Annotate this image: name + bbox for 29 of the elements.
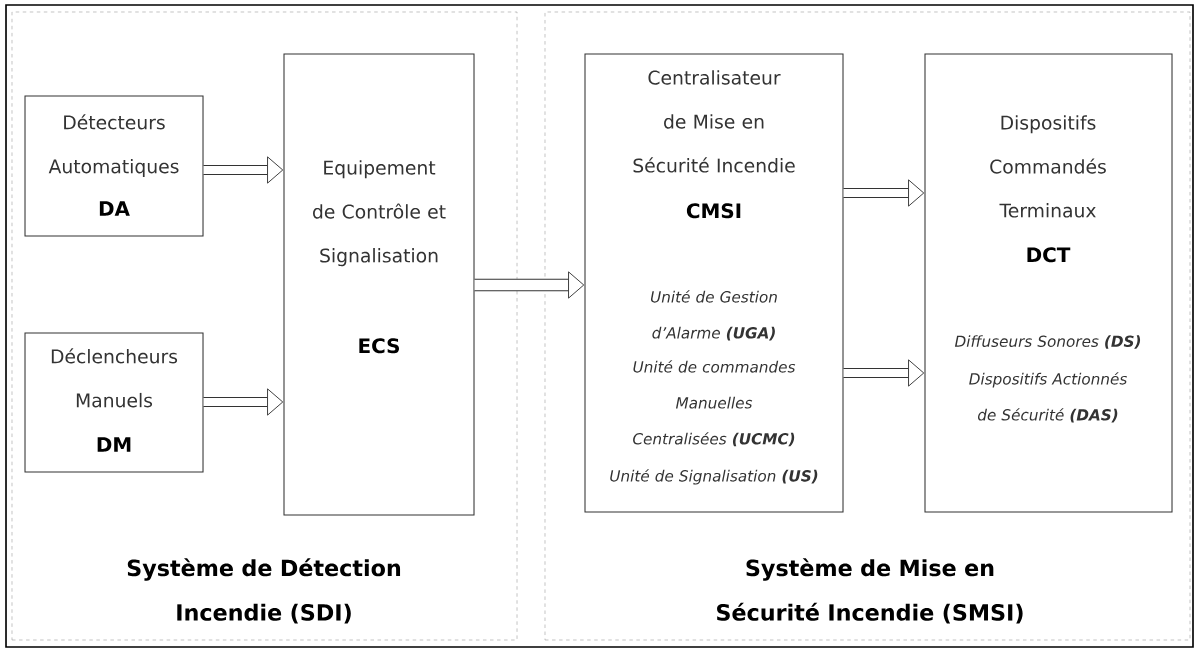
process-box bbox=[24, 95, 204, 237]
system-panel bbox=[11, 11, 518, 641]
box-label: Détecteurs Automatiques bbox=[48, 114, 179, 178]
hollow-arrow bbox=[203, 156, 284, 184]
hollow-arrow bbox=[843, 359, 925, 387]
box-note: Dispositifs Actionnés de Sécurité (DAS) bbox=[969, 372, 1127, 423]
box-note: Unité de Gestion d’Alarme (UGA) bbox=[650, 290, 777, 341]
box-label: Equipement de Contrôle et Signalisation bbox=[313, 160, 446, 267]
process-box bbox=[924, 53, 1173, 513]
box-note: Unité de commandes Manuelles Centralisées (UCMC) bbox=[633, 360, 796, 447]
system-panel bbox=[544, 11, 1191, 641]
process-box bbox=[24, 332, 204, 473]
box-acronym: DCT bbox=[1027, 247, 1071, 263]
box-label: Dispositifs Commandés Terminaux bbox=[990, 115, 1106, 218]
hollow-arrow bbox=[203, 388, 284, 416]
box-note: Unité de Signalisation (US) bbox=[610, 469, 818, 485]
box-acronym: ECS bbox=[359, 338, 399, 354]
process-box bbox=[283, 53, 475, 516]
box-label: Centralisateur de Mise en Sécurité Incendie bbox=[633, 70, 795, 173]
system-title: Système de Détection Incendie (SDI) bbox=[127, 558, 401, 624]
box-note: Diffuseurs Sonores (DS) bbox=[954, 335, 1141, 349]
box-label: Déclencheurs Manuels bbox=[51, 348, 178, 408]
hollow-arrow bbox=[843, 179, 925, 207]
system-title: Système de Mise en Sécurité Incendie (SMSI) bbox=[717, 558, 1023, 624]
box-acronym: CMSI bbox=[686, 203, 741, 219]
process-box bbox=[584, 53, 844, 513]
box-acronym: DM bbox=[97, 437, 131, 452]
hollow-arrow bbox=[474, 271, 585, 299]
box-acronym: DA bbox=[99, 201, 130, 216]
